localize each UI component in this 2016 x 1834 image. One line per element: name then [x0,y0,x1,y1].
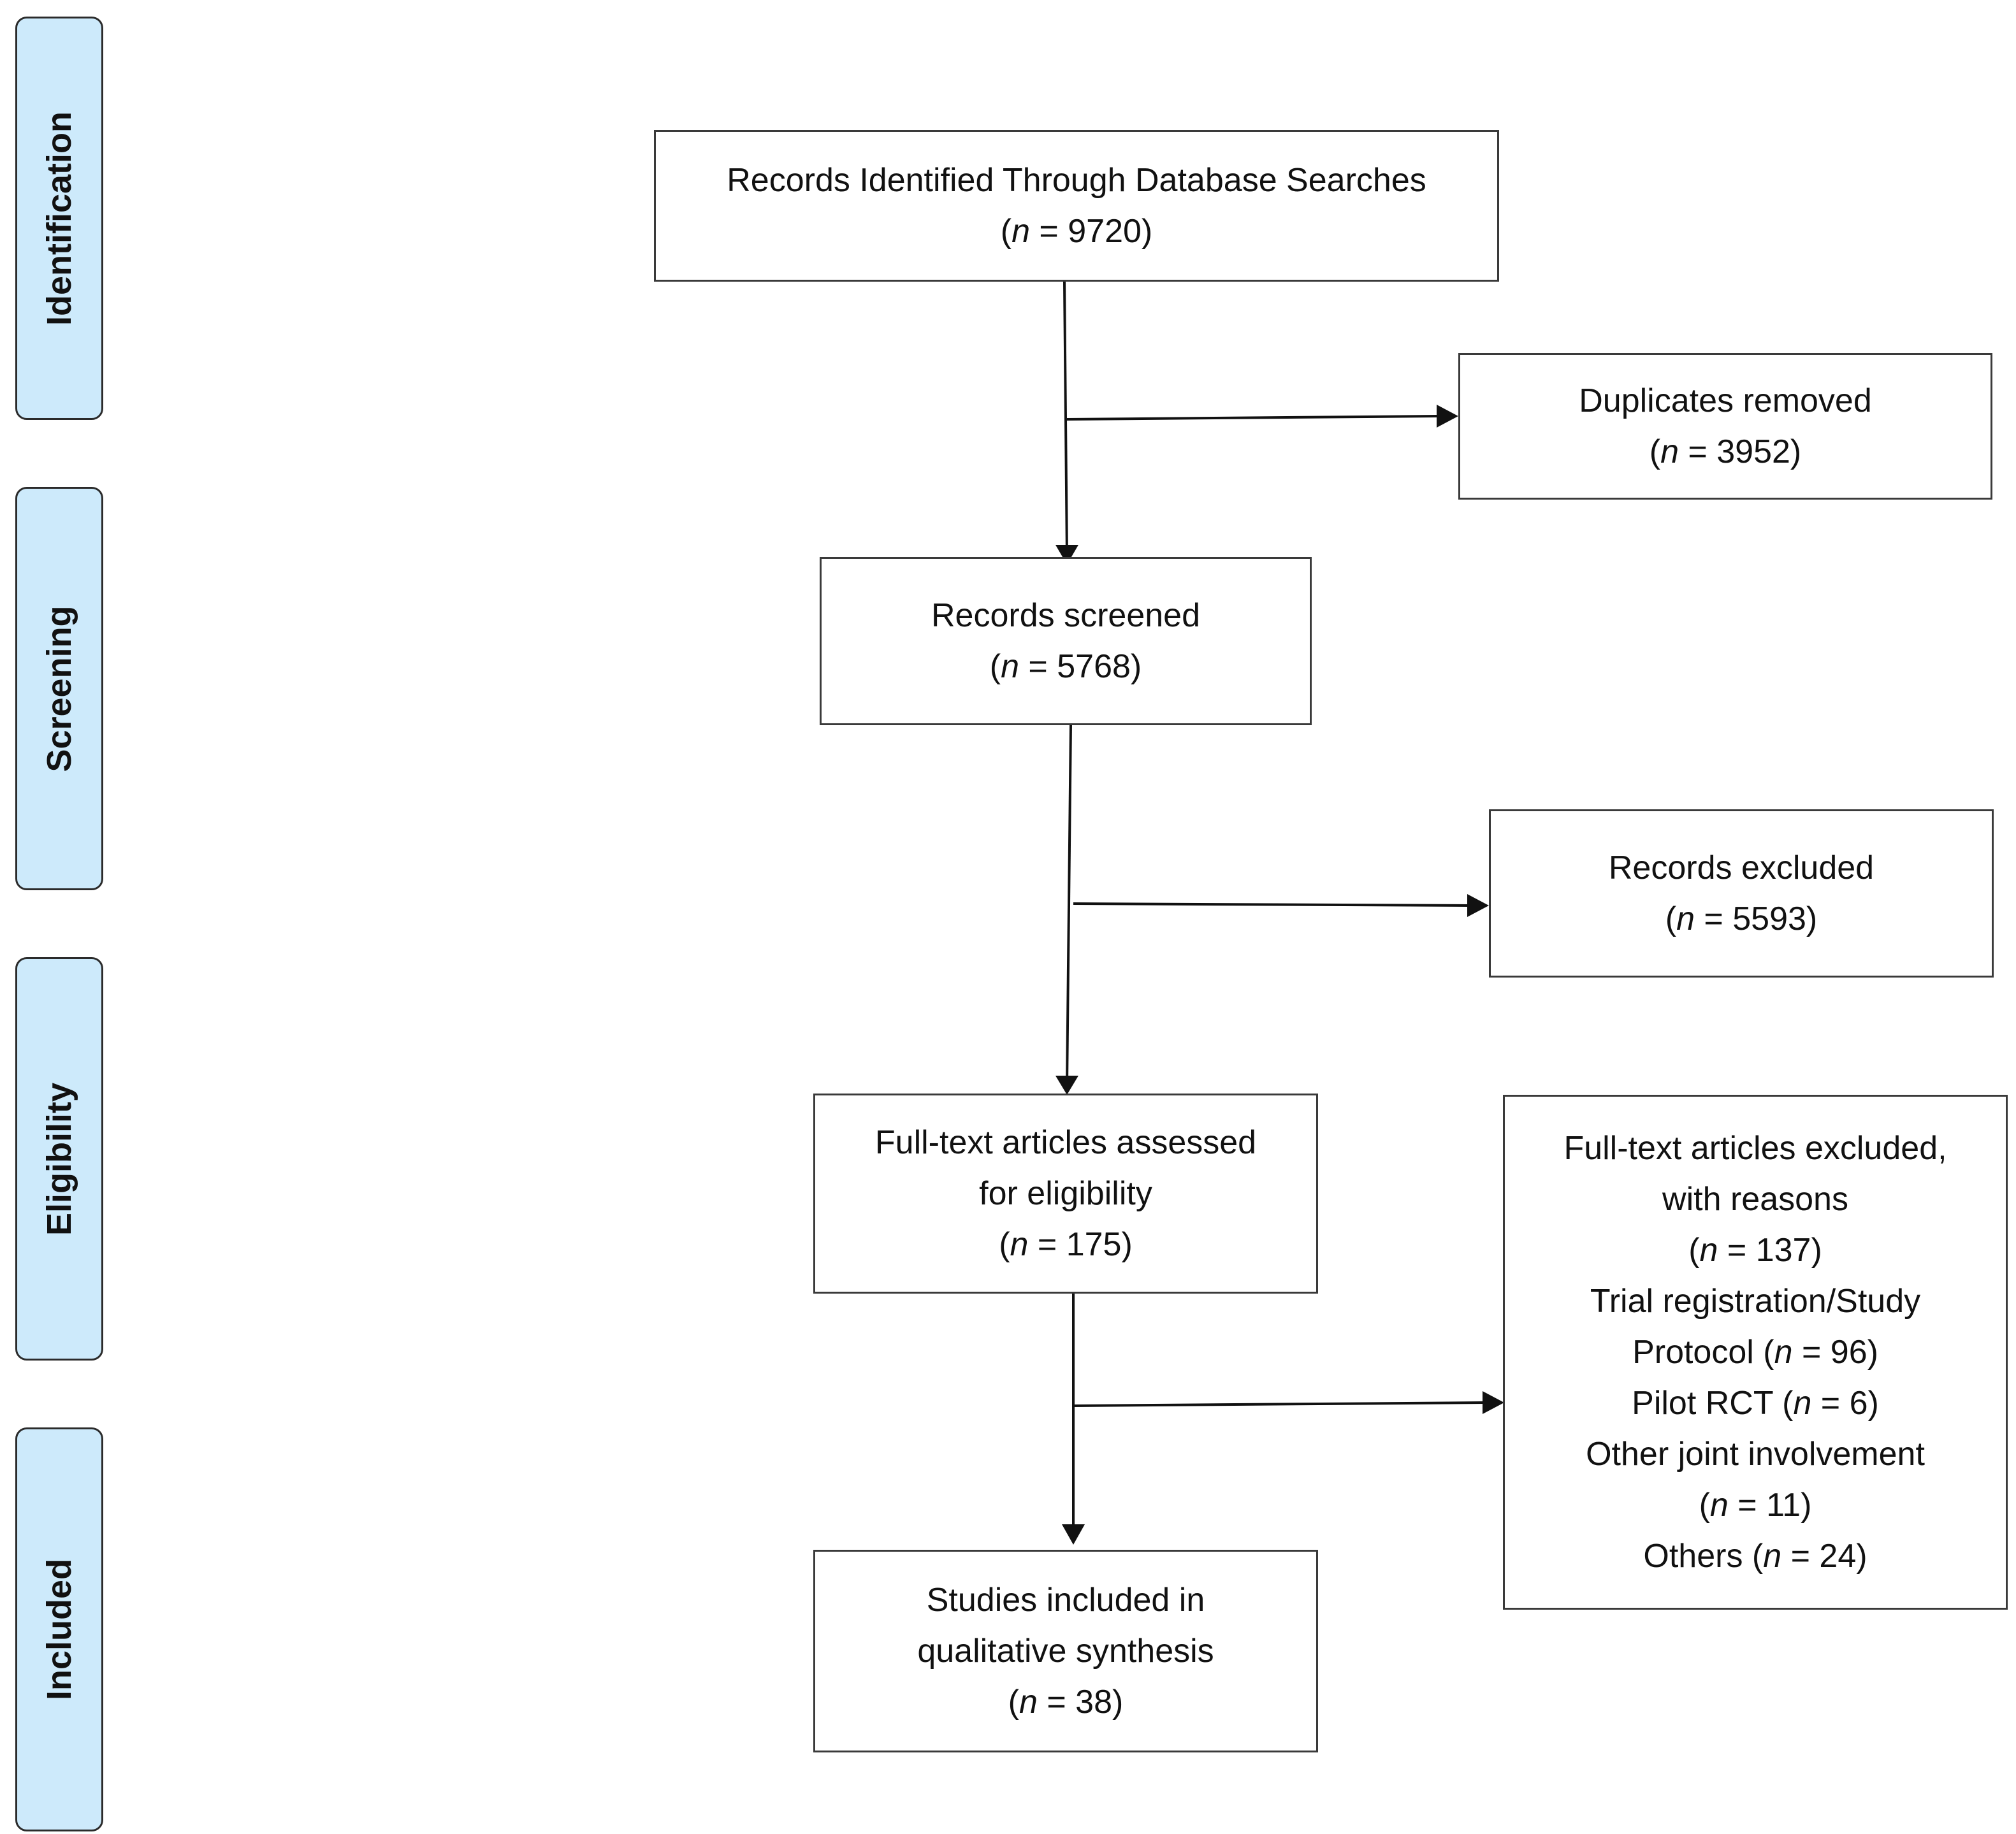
stage-eligibility: Eligibility [15,957,103,1361]
fulltext-excluded-title-line1: Full-text articles excluded, [1563,1130,1947,1167]
box-fulltext-assessed: Full-text articles assessed for eligibil… [813,1094,1318,1294]
arrowhead-included [1062,1524,1085,1545]
arrow-identified-to-screened [1063,281,1068,558]
stage-identification: Identification [15,17,103,420]
records-screened-count: (n = 5768) [989,648,1142,685]
stage-included: Included [15,1427,103,1831]
box-records-screened: Records screened (n = 5768) [820,557,1312,725]
reason-trial-registration-line1: Trial registration/Study [1590,1283,1921,1320]
reason-other-joint-line2: (n = 11) [1699,1487,1812,1524]
records-identified-title: Records Identified Through Database Sear… [727,162,1426,199]
fulltext-assessed-title-line1: Full-text articles assessed [874,1124,1257,1161]
stage-screening: Screening [15,487,103,890]
records-excluded-title: Records excluded [1608,849,1875,886]
duplicates-removed-count: (n = 3952) [1649,433,1802,470]
arrowhead-excluded [1467,894,1489,917]
fulltext-excluded-count: (n = 137) [1688,1232,1822,1269]
studies-included-count: (n = 38) [1008,1684,1124,1721]
arrowhead-fulltext-excluded [1483,1391,1504,1414]
records-screened-title: Records screened [931,597,1200,634]
box-records-excluded: Records excluded (n = 5593) [1489,809,1994,978]
fulltext-assessed-title-line2: for eligibility [979,1175,1152,1212]
arrow-to-fulltext-excluded [1073,1401,1486,1407]
arrowhead-screened [1055,545,1078,565]
box-duplicates-removed: Duplicates removed (n = 3952) [1458,353,1992,500]
reason-pilot-rct: Pilot RCT (n = 6) [1632,1385,1879,1422]
box-records-identified: Records Identified Through Database Sear… [654,130,1499,282]
records-excluded-count: (n = 5593) [1665,900,1818,937]
arrow-screened-to-fulltext [1066,724,1072,1087]
box-fulltext-excluded: Full-text articles excluded, with reason… [1503,1095,2008,1610]
reason-other-joint-line1: Other joint involvement [1586,1436,1925,1473]
box-studies-included: Studies included in qualitative synthesi… [813,1550,1318,1752]
records-identified-count: (n = 9720) [1000,213,1153,250]
fulltext-assessed-count: (n = 175) [999,1226,1133,1263]
arrow-to-duplicates [1066,415,1440,421]
reason-trial-registration-line2: Protocol (n = 96) [1632,1334,1878,1371]
fulltext-excluded-title-line2: with reasons [1662,1181,1848,1218]
duplicates-removed-title: Duplicates removed [1579,382,1872,419]
arrow-to-excluded [1073,902,1470,907]
studies-included-title-line2: qualitative synthesis [917,1633,1214,1670]
arrowhead-fulltext [1055,1076,1078,1095]
studies-included-title-line1: Studies included in [926,1582,1205,1619]
arrowhead-duplicates [1437,405,1458,428]
reason-others: Others (n = 24) [1643,1538,1867,1575]
